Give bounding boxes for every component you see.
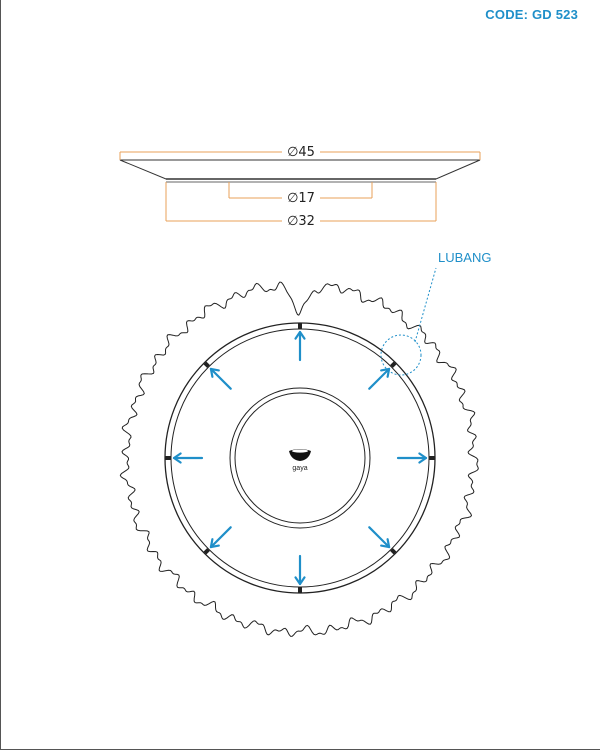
dimension-lines	[119, 151, 481, 222]
arrow-shaft	[209, 367, 232, 390]
inner-ring-outer	[229, 387, 371, 529]
ring-notch	[298, 323, 302, 329]
dim-base-label: ∅32	[287, 214, 315, 229]
brand-logo: gaya	[289, 449, 311, 472]
direction-arrow	[368, 367, 391, 390]
arrow-head	[418, 452, 428, 464]
hole-annotation: LUBANG	[380, 250, 491, 376]
product-code: CODE: GD 523	[485, 7, 578, 22]
outer-ring-inner	[170, 328, 430, 588]
direction-arrow	[172, 452, 204, 464]
ring-notches	[165, 323, 435, 593]
arrow-head	[172, 452, 182, 464]
hole-leader-line	[414, 267, 437, 343]
top-view	[119, 281, 479, 637]
arrow-shaft	[368, 526, 391, 549]
inner-ring-inner	[234, 392, 366, 524]
direction-arrow	[294, 554, 306, 586]
direction-arrow	[209, 367, 232, 390]
ring-notch	[203, 548, 210, 555]
direction-arrow	[368, 526, 391, 549]
arrow-head	[294, 330, 306, 340]
outer-ring-outer	[164, 322, 436, 594]
dim-outer-label: ∅45	[287, 145, 315, 160]
dim-inner-label: ∅17	[287, 191, 315, 206]
hole-label: LUBANG	[438, 250, 491, 265]
ring-notch	[165, 456, 171, 460]
arrow-head	[294, 576, 306, 586]
bowl-icon-rim	[292, 449, 308, 453]
arrow-shaft	[209, 526, 232, 549]
ring-notch	[390, 548, 397, 555]
arrow-head	[209, 538, 220, 549]
arrow-head	[209, 367, 220, 378]
arrow-shaft	[368, 367, 391, 390]
direction-arrow	[294, 330, 306, 362]
ring-notch	[429, 456, 435, 460]
direction-arrow	[396, 452, 428, 464]
wavy-petal-outline	[119, 281, 479, 637]
ring-notch	[203, 361, 210, 368]
direction-arrow	[209, 526, 232, 549]
side-view	[119, 159, 481, 183]
arrow-head	[380, 538, 391, 549]
ring-notch	[298, 587, 302, 593]
arrow-head	[380, 367, 391, 378]
plate-profile	[119, 159, 481, 180]
direction-arrows	[172, 330, 428, 586]
ring-notch	[390, 361, 397, 368]
hole-callout-circle	[380, 334, 422, 376]
brand-name: gaya	[292, 465, 307, 472]
